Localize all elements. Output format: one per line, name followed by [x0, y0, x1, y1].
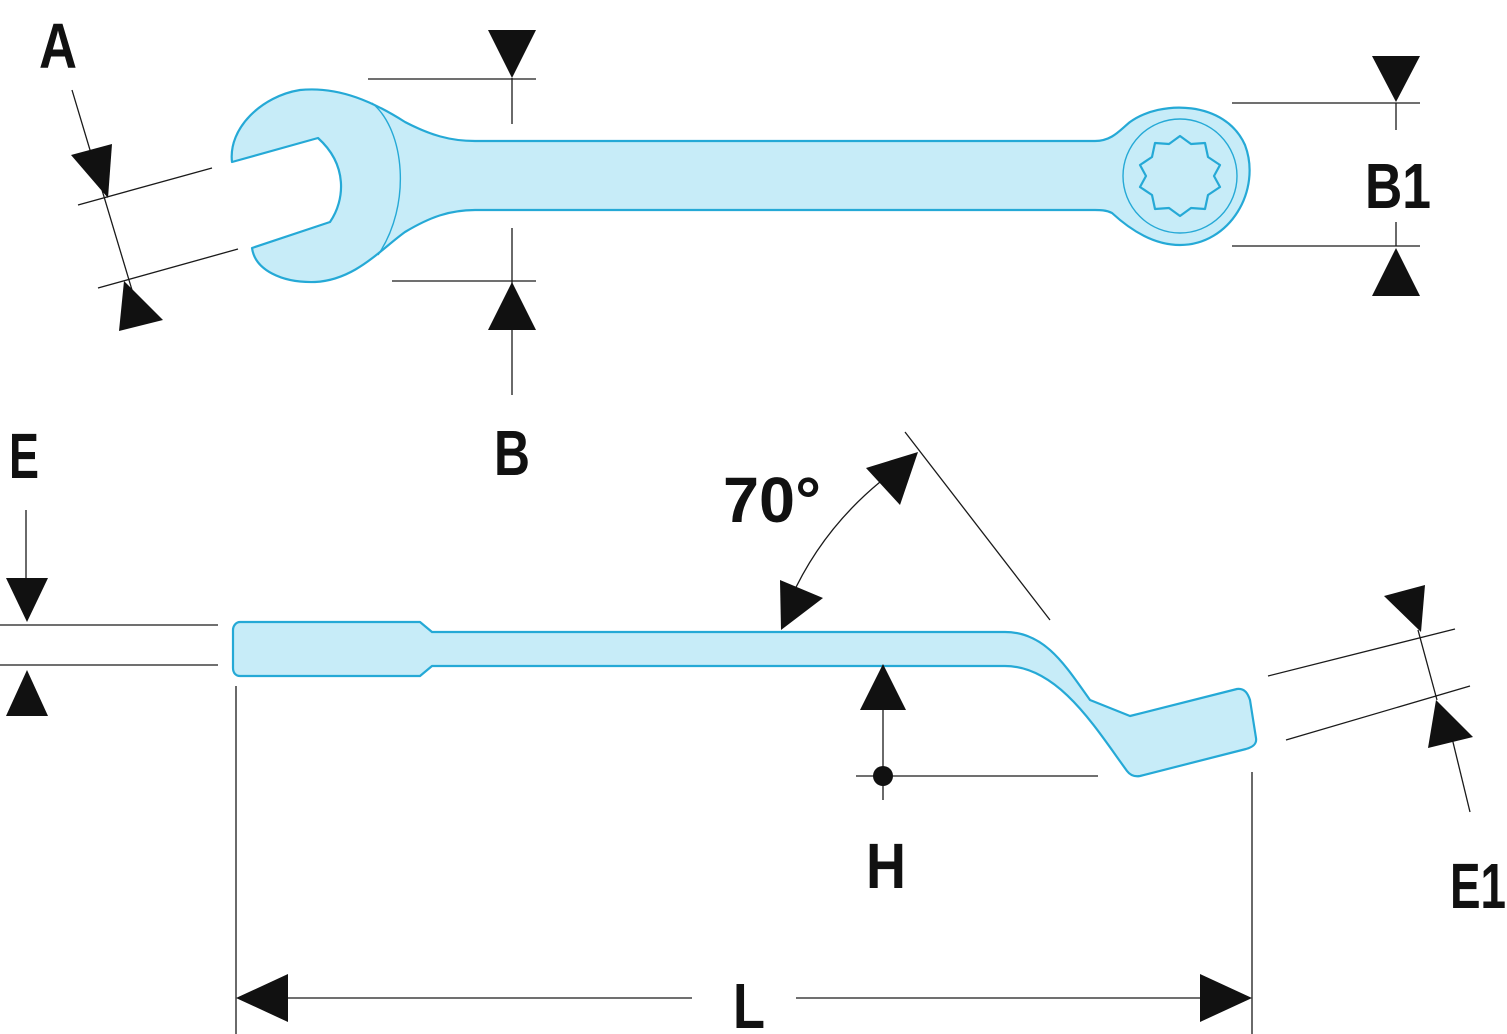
dimension-b1-arrow-bottom [1372, 248, 1420, 296]
dimension-l-arrow-left [236, 974, 288, 1022]
label-e: E [9, 420, 39, 492]
dimension-angle: 70° [723, 431, 1051, 630]
dimension-e1-arrow-bottom [1428, 700, 1473, 748]
dimension-b1: B1 [1232, 56, 1431, 296]
wrench-top-head-neck-line [371, 102, 402, 256]
dimension-e1: E1 [1267, 585, 1506, 922]
dimension-b1-arrow-top [1372, 56, 1420, 102]
label-e1: E1 [1450, 850, 1506, 922]
dimension-e-arrow-bottom [6, 670, 48, 716]
wrench-side-view [231, 620, 1258, 778]
wrench-top-twelve-point-socket [1138, 134, 1222, 218]
wrench-side-body [231, 620, 1258, 778]
angle-arrow-upper [866, 452, 918, 505]
label-b1: B1 [1365, 150, 1431, 222]
dimension-e: E [0, 420, 218, 716]
label-angle-70: 70° [723, 464, 821, 536]
label-l: L [733, 970, 765, 1034]
dimension-e-arrow-top [6, 578, 48, 622]
dimension-h-arrow [860, 664, 906, 710]
label-b: B [494, 417, 530, 489]
label-h: H [866, 830, 906, 902]
label-a: A [39, 10, 77, 82]
dimension-a-arrow-bottom [119, 281, 163, 331]
dimension-l-arrow-right [1200, 974, 1252, 1022]
angle-arrow-lower [780, 580, 823, 630]
dimension-h-point [873, 766, 893, 786]
dimension-b: B [368, 30, 536, 489]
wrench-top-view [230, 88, 1251, 284]
dimension-l: L [235, 686, 1253, 1034]
dimension-e1-arrow-top [1384, 585, 1425, 632]
dimension-b-arrow-bottom [488, 282, 536, 330]
dimension-h: H [856, 664, 1098, 902]
dimension-a: A [39, 10, 239, 331]
dimension-b-arrow-top [488, 30, 536, 78]
wrench-top-body [230, 88, 1251, 284]
wrench-top-ring-rim [1122, 118, 1238, 234]
dimension-a-arrow-top [71, 144, 112, 198]
